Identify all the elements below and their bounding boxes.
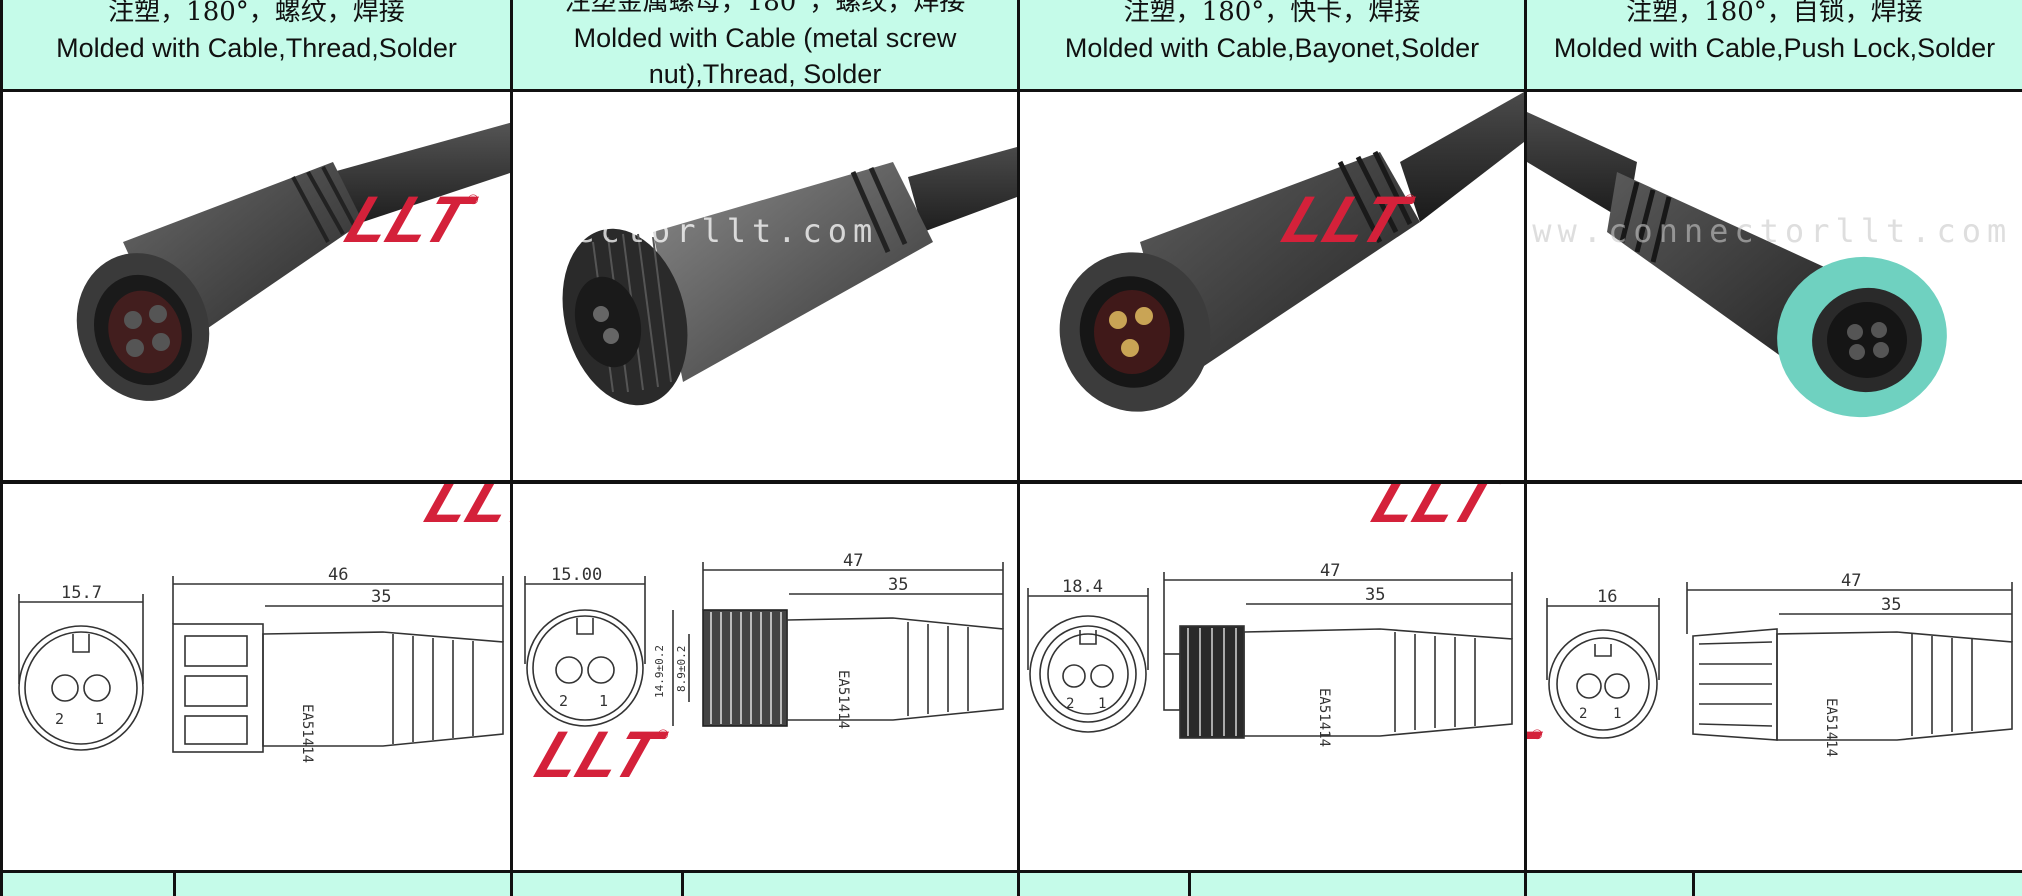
product-column-4: 注塑，180°，自锁，焊接 Molded with Cable,Push Loc… — [1527, 0, 2022, 896]
svg-text:47: 47 — [1320, 561, 1340, 581]
svg-text:LLT: LLT — [528, 719, 675, 789]
header-chinese: 注塑，180°，自锁，焊接 — [1626, 0, 1923, 27]
svg-text:®: ® — [468, 191, 479, 207]
llt-logo: LLT® — [418, 484, 510, 534]
svg-text:35: 35 — [1881, 595, 1901, 615]
svg-text:®: ® — [1405, 191, 1416, 207]
column-header: 注塑，180°，螺纹，焊接 Molded with Cable,Thread,S… — [3, 0, 510, 92]
svg-text:®: ® — [658, 726, 669, 742]
llt-logo: LLT® — [338, 184, 498, 254]
svg-text:LLT: LLT — [1275, 184, 1422, 254]
product-photo: www.connectorllt.com — [513, 92, 1017, 484]
svg-text:16: 16 — [1597, 587, 1617, 607]
svg-text:LLT: LLT — [1365, 484, 1512, 534]
watermark-text: www.connectorllt.com — [513, 212, 879, 250]
svg-text:®: ® — [1532, 726, 1543, 742]
product-column-1: 注塑，180°，螺纹，焊接 Molded with Cable,Thread,S… — [0, 0, 513, 896]
product-photo: LLT® www.connectorllt.com — [3, 92, 510, 484]
header-chinese: 注塑，180°，螺纹，焊接 — [108, 0, 405, 27]
column-header: 注塑，180°，快卡，焊接 Molded with Cable,Bayonet,… — [1020, 0, 1524, 92]
svg-text:14.9±0.2: 14.9±0.2 — [653, 645, 666, 698]
svg-text:1: 1 — [1613, 706, 1621, 722]
svg-text:EA51414: EA51414 — [835, 670, 851, 729]
svg-text:EA51414: EA51414 — [1316, 688, 1332, 747]
footer-row — [1527, 873, 2022, 896]
svg-text:1: 1 — [599, 692, 608, 710]
footer-row — [3, 873, 510, 896]
dimension-drawing: 2 1 16 47 35 EA51414 LLT® — [1527, 484, 2022, 873]
svg-text:1: 1 — [95, 710, 104, 728]
header-english: Molded with Cable,Push Lock,Solder — [1553, 33, 1996, 63]
svg-text:LLT: LLT — [418, 484, 510, 534]
svg-text:2: 2 — [559, 692, 568, 710]
watermark-text: www.connectorllt.com — [493, 212, 510, 250]
svg-text:35: 35 — [371, 587, 391, 607]
header-english: Molded with Cable (metal screw nut),Thre… — [573, 23, 957, 89]
dimension-drawing: 2 1 18.4 47 35 EA51414 LLT® — [1020, 484, 1524, 873]
svg-text:8.9±0.2: 8.9±0.2 — [675, 646, 688, 692]
llt-logo: LLT® — [1275, 184, 1435, 254]
svg-text:35: 35 — [888, 575, 908, 595]
product-photo: LLT® www.connectorllt.com — [1020, 92, 1524, 484]
svg-text:2: 2 — [1066, 696, 1074, 712]
header-english: Molded with Cable,Bayonet,Solder — [1064, 33, 1480, 63]
header-chinese: 注塑金属螺母，180°，螺纹，焊接 — [564, 0, 966, 17]
svg-text:46: 46 — [328, 565, 348, 585]
product-column-3: 注塑，180°，快卡，焊接 Molded with Cable,Bayonet,… — [1020, 0, 1527, 896]
svg-text:1: 1 — [1098, 696, 1106, 712]
column-header: 注塑，180°，自锁，焊接 Molded with Cable,Push Loc… — [1527, 0, 2022, 92]
footer-row — [513, 873, 1017, 896]
svg-text:LLT: LLT — [338, 184, 485, 254]
llt-logo: LLT® — [1365, 484, 1524, 534]
svg-text:2: 2 — [55, 710, 64, 728]
dimension-drawing: 2 1 15.7 46 35 EA51414 LLT® — [3, 484, 510, 873]
svg-text:EA51414: EA51414 — [1823, 698, 1839, 757]
watermark-text: www.connectorllt.com — [1527, 212, 2013, 250]
llt-logo: LLT® — [528, 719, 688, 789]
svg-text:EA51414: EA51414 — [299, 704, 315, 763]
header-chinese: 注塑，180°，快卡，焊接 — [1123, 0, 1421, 27]
svg-text:47: 47 — [843, 551, 863, 571]
svg-text:18.4: 18.4 — [1062, 577, 1103, 597]
svg-text:35: 35 — [1365, 585, 1385, 605]
svg-text:15.00: 15.00 — [551, 565, 602, 585]
dimension-drawing: 2 1 15.00 47 35 14.9±0.2 8.9±0.2 EA51414… — [513, 484, 1017, 873]
llt-logo: LLT® — [1527, 719, 1562, 789]
svg-text:47: 47 — [1841, 571, 1861, 591]
watermark-text: www.connectorllt.com — [1435, 212, 1524, 250]
product-photo: www.connectorllt.com — [1527, 92, 2022, 484]
svg-text:15.7: 15.7 — [61, 583, 102, 603]
product-column-2: 注塑金属螺母，180°，螺纹，焊接 Molded with Cable (met… — [513, 0, 1020, 896]
footer-row — [1020, 873, 1524, 896]
header-english: Molded with Cable,Thread,Solder — [56, 33, 457, 63]
svg-text:®: ® — [1495, 484, 1506, 487]
column-header: 注塑金属螺母，180°，螺纹，焊接 Molded with Cable (met… — [513, 0, 1017, 92]
svg-text:2: 2 — [1579, 706, 1587, 722]
